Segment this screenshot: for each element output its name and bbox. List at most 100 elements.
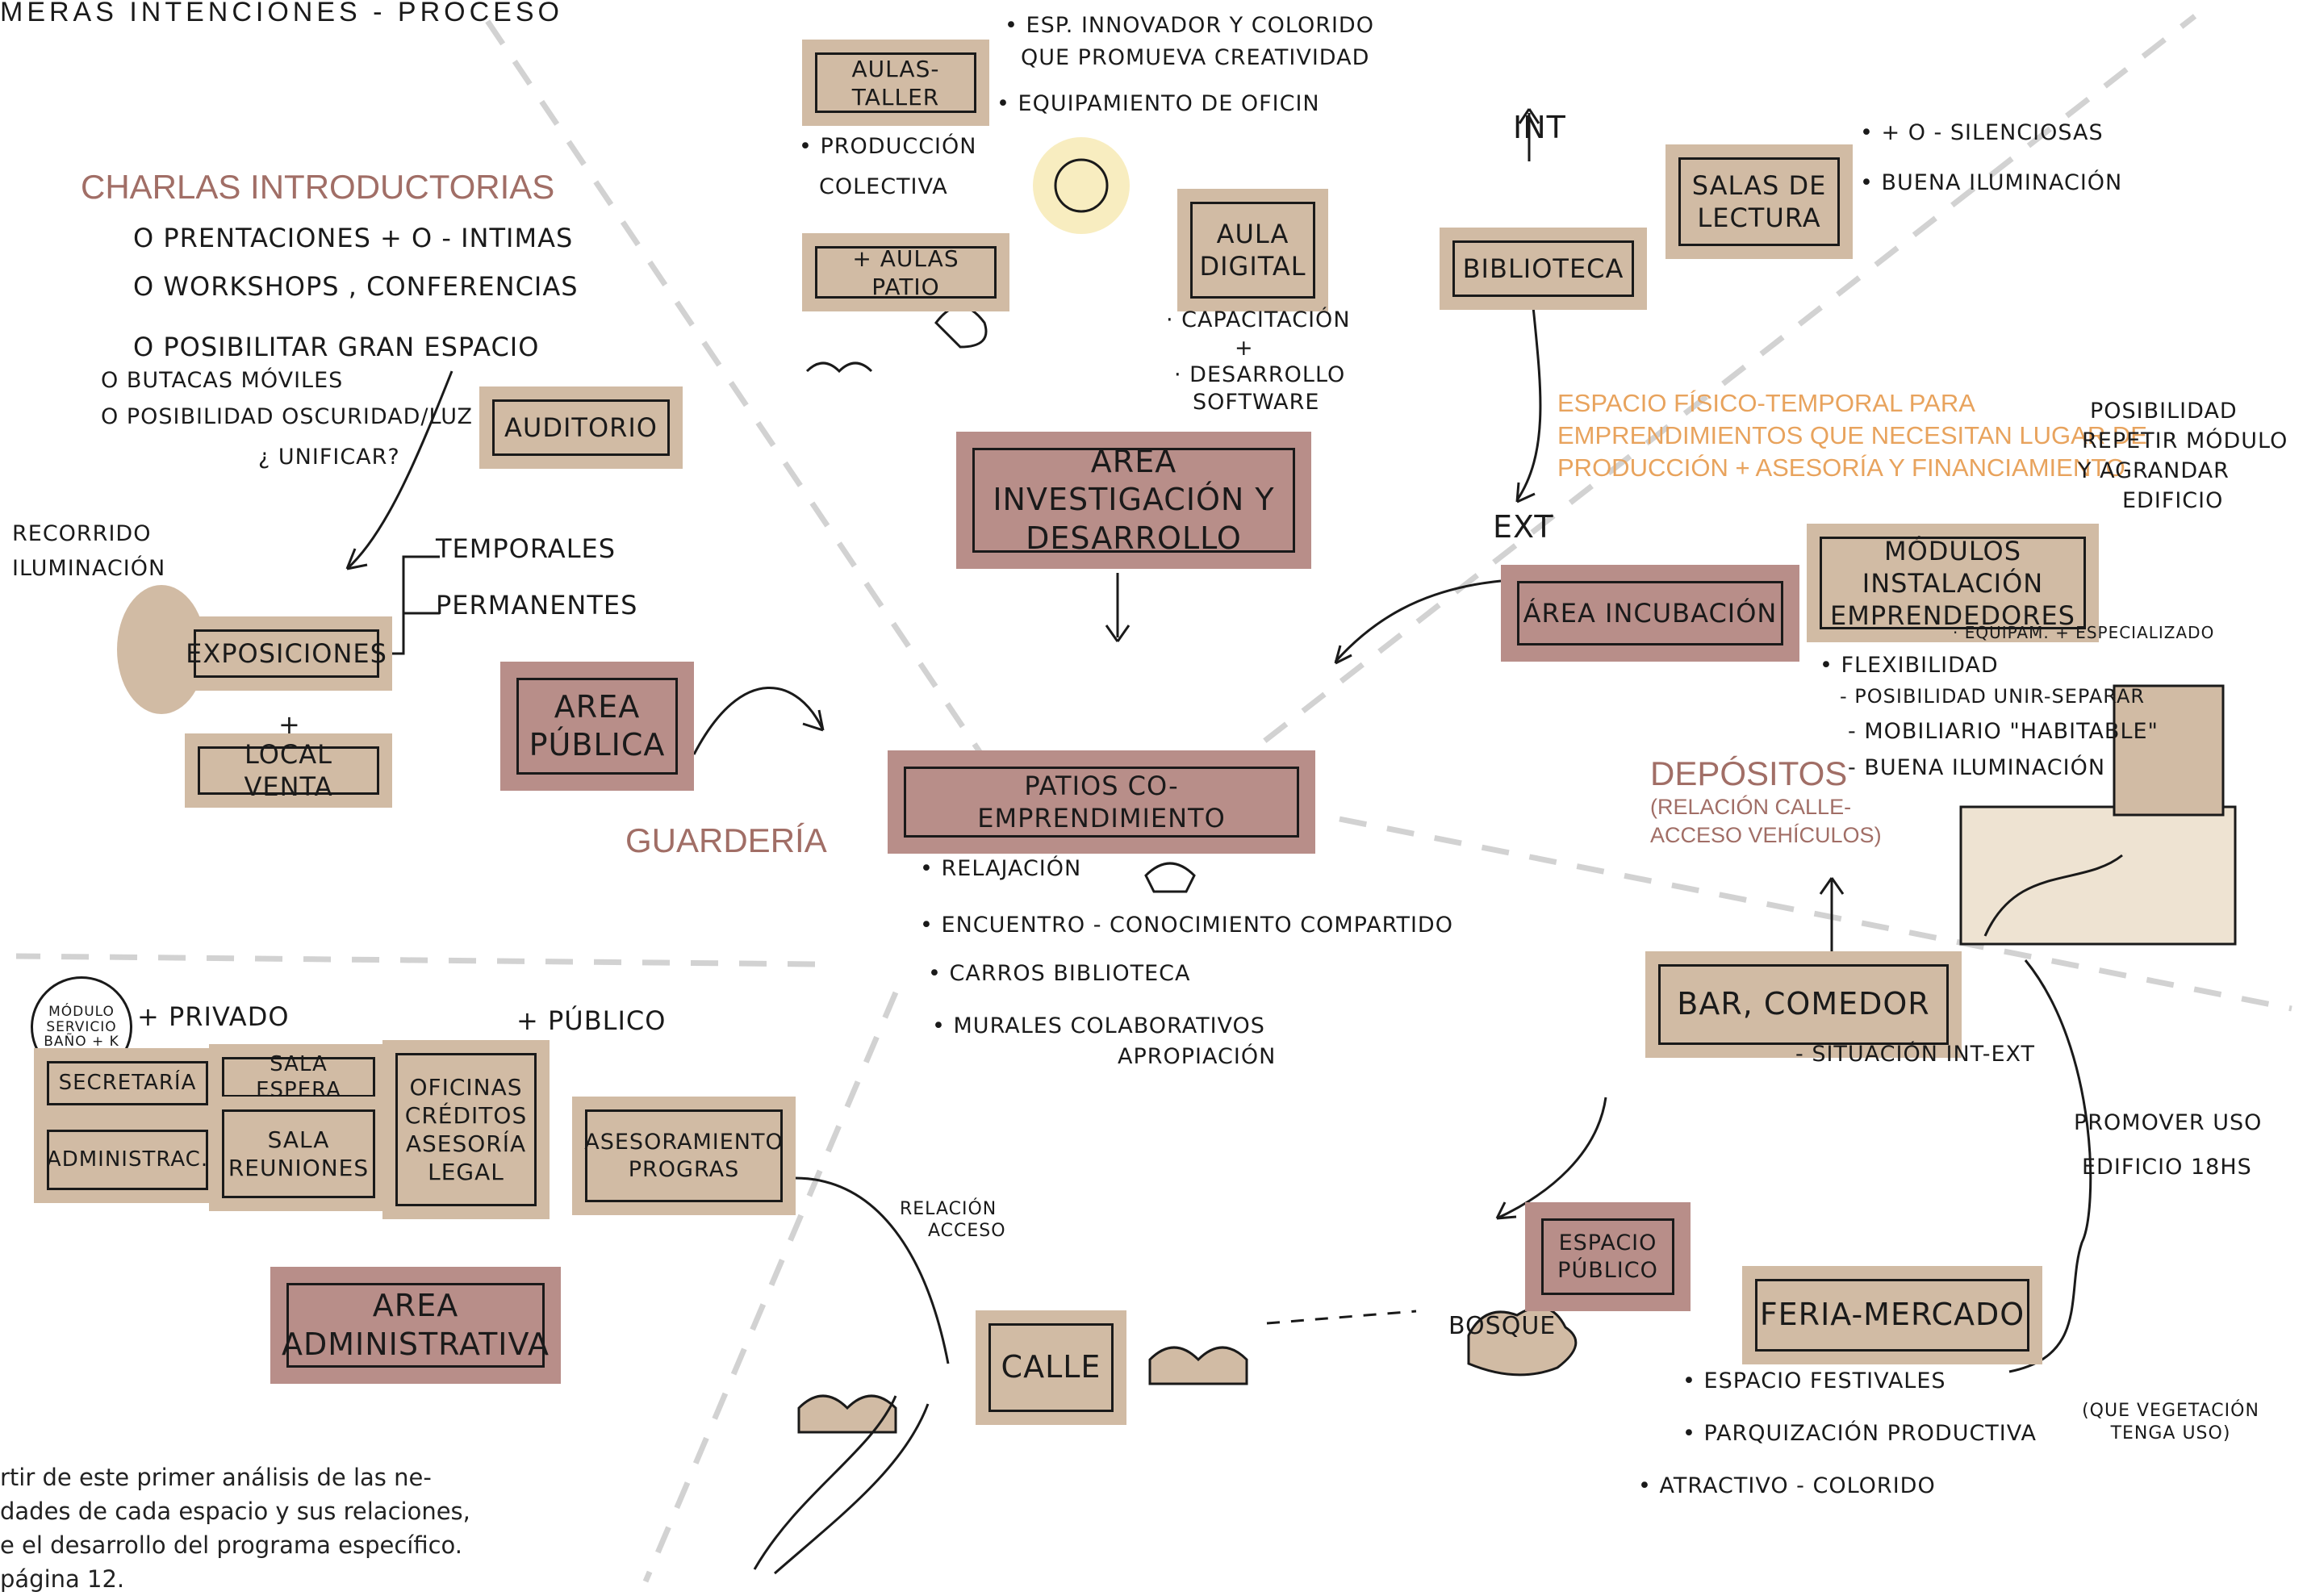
produccion-asesoria-text: PRODUCCIÓN + ASESORÍA Y FINANCIAMIENTO [1557, 453, 2125, 482]
plus-sign: + [1235, 336, 1254, 361]
area-publica-box: AREA PÚBLICA [516, 678, 678, 775]
murales-text: • MURALES COLABORATIVOS [932, 1013, 1265, 1038]
capacitacion-text: · CAPACITACIÓN [1166, 307, 1351, 332]
guarderia-label: GUARDERÍA [625, 821, 827, 859]
asesoria-label: ASESORÍA [405, 1130, 527, 1157]
creditos-label: CRÉDITOS [404, 1102, 528, 1129]
software-text: SOFTWARE [1193, 390, 1320, 415]
area-incubacion-box: ÁREA INCUBACIÓN [1517, 581, 1783, 646]
espacio-publico-box: ESPACIO PÚBLICO [1541, 1218, 1674, 1295]
aula-digital-box: AULA DIGITAL [1190, 202, 1315, 299]
esp-innovador-text: • ESP. INNOVADOR Y COLORIDO [1005, 13, 1374, 38]
page-title: MERAS INTENCIONES - PROCESO [0, 0, 563, 27]
caption-line: rtir de este primer análisis de las ne- [0, 1464, 432, 1491]
espacio-fisico-text: ESPACIO FÍSICO-TEMPORAL PARA [1557, 389, 1975, 417]
posibilidad-text: POSIBILIDAD [2090, 399, 2238, 424]
buena-iluminacion-text: - BUENA ILUMINACIÓN [1848, 755, 2106, 780]
charlas-bullet: o POSIBILIDAD OSCURIDAD/LUZ [101, 404, 474, 429]
temporales-label: TEMPORALES [436, 533, 616, 564]
feria-mercado-box: FERIA-MERCADO [1755, 1279, 2029, 1352]
caption-block: rtir de este primer análisis de las ne- … [0, 1460, 470, 1596]
flexibilidad-text: • FLEXIBILIDAD [1820, 653, 1999, 678]
zone-dividers [15, 14, 2292, 1583]
acceso-text: ACCESO [928, 1221, 1006, 1241]
sketch-lamp-icon [1033, 137, 1130, 234]
calle-box: CALLE [988, 1323, 1114, 1412]
caption-line: e el desarrollo del programa específico. [0, 1531, 462, 1560]
recorrido-label: RECORRIDO [12, 521, 152, 546]
administrac-box: ADMINISTRAC. [47, 1130, 208, 1190]
iluminacion-text: • BUENA ILUMINACIÓN [1860, 170, 2123, 195]
sala-reuniones-box: SALA REUNIONES [222, 1109, 375, 1198]
edificio-text: EDIFICIO [2122, 488, 2224, 513]
iluminacion-label: ILUMINACIÓN [12, 556, 166, 581]
charlas-bullet: o BUTACAS MÓVILES [101, 368, 344, 393]
asesoramiento-box: ASESORAMIENTO PROGRAS [584, 1109, 784, 1202]
charlas-bullet: o POSIBILITAR GRAN ESPACIO [133, 332, 540, 362]
asesoramiento-label: ASESORAMIENTO [584, 1129, 784, 1155]
bosque-label: BOSQUE [1448, 1312, 1557, 1340]
unificar-note: ¿ UNIFICAR? [258, 445, 400, 470]
int-label: INT [1513, 110, 1566, 145]
agrandar-text: Y AGRANDAR [2078, 458, 2230, 483]
vegetacion-text: (QUE VEGETACIÓN TENGA USO) [2082, 1401, 2259, 1444]
area-investigacion-box: AREA INVESTIGACIÓN Y DESARROLLO [972, 444, 1295, 556]
area-administrativa-box: AREA ADMINISTRATIVA [282, 1283, 549, 1368]
sketch-section-drawing [1959, 684, 2237, 946]
depositos-title: DEPÓSITOS [1650, 754, 1848, 792]
aulas-taller-box: AULAS-TALLER [815, 52, 976, 113]
auditorio-box: AUDITORIO [492, 399, 670, 456]
charlas-bullet: o PRENTACIONES + o - INTIMAS [133, 223, 574, 253]
promover-text: PROMOVER USO [2074, 1110, 2263, 1135]
charlas-bullet: o WORKSHOPS , CONFERENCIAS [133, 271, 579, 302]
parquizacion-text: • PARQUIZACIÓN PRODUCTIVA [1682, 1421, 2037, 1446]
caption-line: dades de cada espacio y sus relaciones, [0, 1498, 470, 1526]
progras-label: PROGRAS [628, 1156, 740, 1182]
unir-separar-text: - POSIBILIDAD UNIR-SEPARAR [1840, 685, 2146, 708]
oficinas-label: OFICINAS [409, 1074, 523, 1101]
sketch-road [753, 1395, 930, 1575]
bar-comedor-box: BAR, COMEDOR [1658, 964, 1949, 1045]
produccion-text: • PRODUCCIÓN [799, 134, 977, 159]
relajacion-text: • RELAJACIÓN [920, 856, 1082, 881]
edificio-18hs-text: EDIFICIO 18Hs [2082, 1155, 2252, 1180]
festivales-text: • ESPACIO FESTIVALES [1682, 1368, 1946, 1393]
sketch-tree-icons [805, 305, 1578, 1377]
apropiacion-text: APROPIACIÓN [1118, 1044, 1277, 1069]
caption-line: página 12. [0, 1565, 125, 1594]
plus-sign: + [278, 709, 301, 740]
exposiciones-box: EXPOSICIONES [186, 629, 387, 678]
ext-label: EXT [1493, 509, 1554, 545]
relacion-text: RELACIÓN [900, 1199, 997, 1219]
privado-label: + PRIVADO [137, 1001, 290, 1032]
equipam-text: · EQUIPAM. + ESPECIALIZADO [1953, 623, 2215, 642]
emprendimientos-text: EMPRENDIMIENTOS QUE NECESITAN LUGAR DE [1557, 421, 2147, 449]
permanentes-label: PERMANENTES [436, 590, 638, 620]
depositos-sub1: (RELACIÓN CALLE- [1650, 795, 1852, 819]
modulos-instalacion-box: MÓDULOS INSTALACIÓN EMPRENDEDORES [1820, 536, 2086, 631]
patios-co-emprendimiento-box: PATIOS CO-EMPRENDIMIENTO [904, 767, 1299, 838]
aulas-patio-box: + AULAS PATIO [815, 245, 997, 300]
oficinas-box: OFICINAS CRÉDITOS ASESORÍA LEGAL [395, 1053, 537, 1206]
carros-text: • CARROS BIBLIOTECA [928, 961, 1191, 986]
local-venta-box: LOCAL VENTA [198, 739, 379, 802]
publico-label: + PÚBLICO [516, 1005, 667, 1036]
charlas-title: CHARLAS INTRODUCTORIAS [81, 168, 555, 206]
situacion-text: - SITUACIÓN INT-EXT [1795, 1042, 2036, 1067]
biblioteca-box: BIBLIOTECA [1452, 240, 1634, 297]
atractivo-text: • ATRACTIVO - COLORIDO [1638, 1473, 1936, 1498]
sala-espera-box: SALA ESPERA [222, 1052, 375, 1102]
silenciosas-text: • + o - SILENCIOSAS [1860, 120, 2104, 145]
secretaria-box: SECRETARÍA [47, 1061, 208, 1105]
mobiliario-text: - MOBILIARIO "HABITABLE" [1848, 719, 2159, 744]
depositos-sub2: ACCESO VEHÍCULOS) [1650, 823, 1882, 847]
colectiva-text: COLECTIVA [819, 174, 948, 199]
desarrollo-text: · DESARROLLO [1174, 362, 1346, 387]
esp-creatividad-text: QUE PROMUEVA CREATIVIDAD [1021, 45, 1370, 70]
encuentro-text: • ENCUENTRO - CONOCIMIENTO COMPARTIDO [920, 913, 1453, 938]
connector-arrows [345, 108, 2092, 1373]
equipamiento-text: • EQUIPAMIENTO DE OFICIN [997, 91, 1320, 116]
legal-label: LEGAL [428, 1159, 504, 1185]
sketch-trees-left [117, 585, 1248, 1434]
